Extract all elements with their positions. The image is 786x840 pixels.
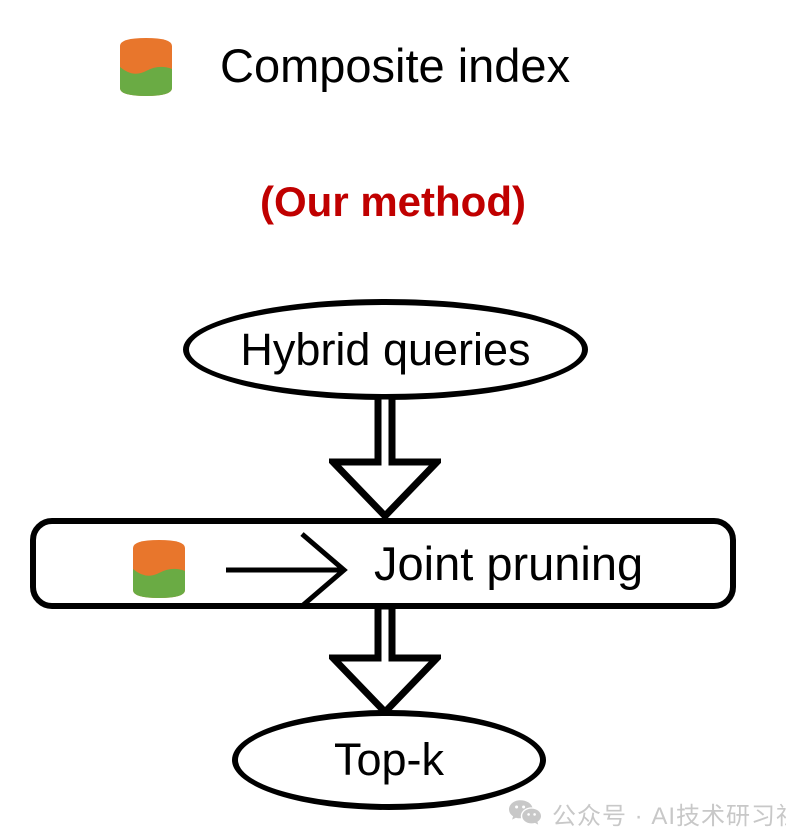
node-hybrid-queries: Hybrid queries xyxy=(183,299,588,400)
subtitle-our-method: (Our method) xyxy=(260,178,526,225)
node-top-k-label: Top-k xyxy=(333,734,445,785)
watermark: 公众号 · AI技术研习社 xyxy=(508,793,786,833)
node-joint-pruning-label: Joint pruning xyxy=(374,537,644,590)
node-top-k: Top-k xyxy=(232,710,546,810)
arrow-hybrid-to-joint-icon xyxy=(329,396,441,520)
watermark-text: 公众号 · AI技术研习社 xyxy=(552,802,786,830)
wechat-icon xyxy=(509,800,541,825)
node-joint-pruning: Joint pruning xyxy=(30,518,736,609)
arrow-index-to-pruning-icon xyxy=(226,532,348,608)
composite-index-cylinder-icon xyxy=(120,38,172,96)
joint-pruning-cylinder-icon xyxy=(133,540,185,598)
node-hybrid-queries-label: Hybrid queries xyxy=(240,323,531,375)
legend-label: Composite index xyxy=(220,39,571,92)
arrow-joint-to-topk-icon xyxy=(329,606,441,716)
legend: Composite index xyxy=(120,34,680,100)
